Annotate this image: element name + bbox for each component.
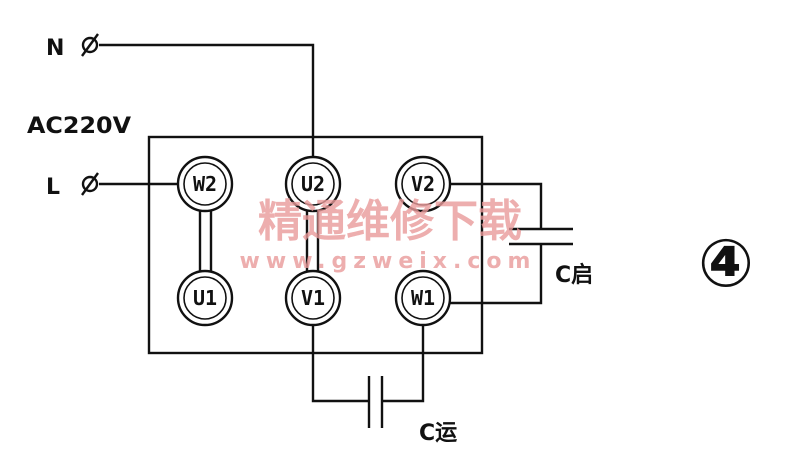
voltage-label: AC220V (27, 114, 131, 139)
watermark-title: 精通维修下载 (258, 196, 522, 247)
watermark-url: www.gzweix.com (240, 249, 537, 274)
terminal-u1: U1 (176, 269, 234, 327)
terminal-v1: V1 (284, 269, 342, 327)
neutral-label: N (46, 36, 64, 61)
terminal-w2-label: W2 (193, 172, 217, 196)
neutral-phi-symbol (81, 33, 99, 57)
run-capacitor (367, 376, 384, 428)
terminal-w1: W1 (394, 269, 452, 327)
terminal-box (147, 135, 484, 355)
start-capacitor (509, 227, 573, 246)
terminal-w2: W2 (176, 155, 234, 213)
terminal-u2-label: U2 (301, 172, 325, 196)
start-cap-top-wire (446, 182, 543, 229)
run-cap-left-wire (311, 321, 369, 403)
terminal-w1-label: W1 (411, 286, 435, 310)
terminal-v1-label: V1 (301, 286, 325, 310)
line-phi-symbol (81, 172, 99, 196)
terminal-u2: U2 (284, 155, 342, 213)
terminal-u1-label: U1 (193, 286, 217, 310)
start-capacitor-label: C启 (555, 262, 593, 288)
run-capacitor-label: C运 (419, 421, 457, 446)
line-label: L (46, 175, 60, 200)
neutral-wire (99, 43, 315, 165)
terminal-v2-label: V2 (411, 172, 435, 196)
run-cap-right-wire (382, 321, 425, 403)
terminal-v2: V2 (394, 155, 452, 213)
start-cap-bottom-wire (446, 244, 543, 305)
figure-number: ④ (698, 225, 754, 302)
wires (99, 43, 543, 403)
